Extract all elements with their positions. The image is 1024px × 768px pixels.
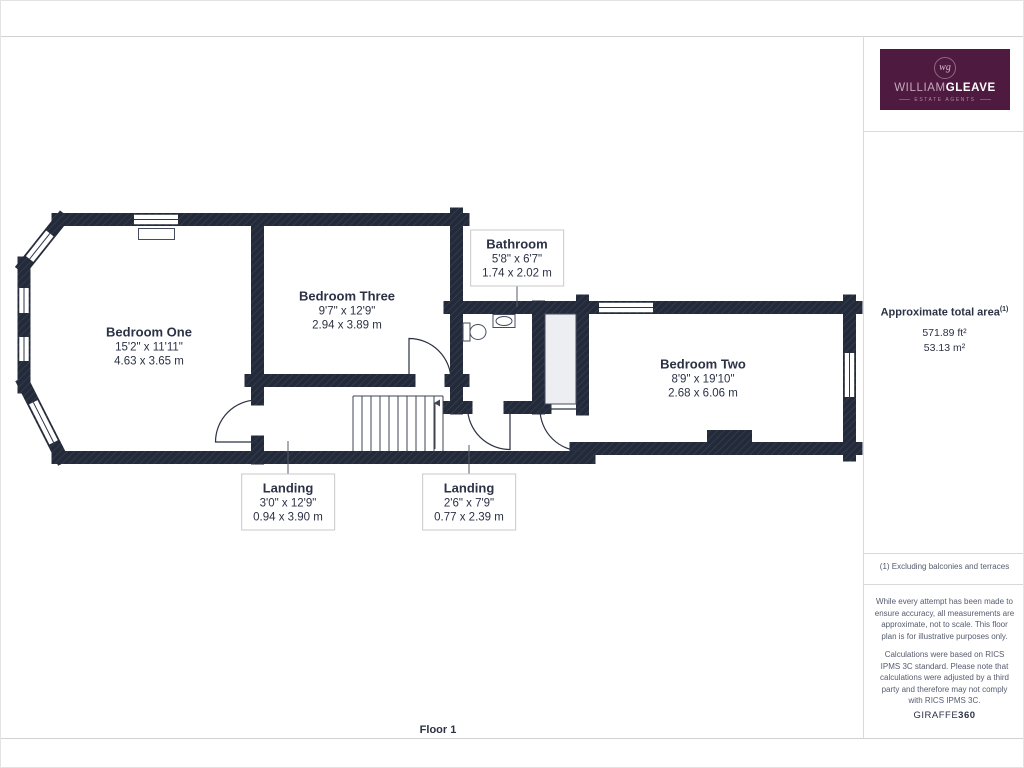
room-dims-metric: 0.94 x 3.90 m [253,511,323,524]
room-label-landing-one: Landing 3'0" x 12'9" 0.94 x 3.90 m [241,473,335,531]
room-dims-metric: 2.94 x 3.89 m [312,319,382,332]
cupboard-void [544,313,577,405]
tagline-rule-right [979,99,991,100]
room-dims-imperial: 15'2" x 11'11" [115,341,183,354]
room-dims-metric: 4.63 x 3.65 m [114,355,184,368]
sidebar-divider [864,131,1023,132]
room-name: Landing [262,480,314,496]
bottom-divider-line [1,738,1023,739]
window-glass-lines [23,219,850,443]
logo-monogram-icon: wg [934,56,956,79]
agency-name-first: WILLIAM [894,81,946,94]
total-area-metric: 53.13 m² [923,341,966,354]
agency-logo: wg WILLIAMGLEAVE ESTATE AGENTS [880,49,1010,110]
sink-fixture [495,316,513,326]
door-arc [408,337,452,381]
room-dims-imperial: 2'6" x 7'9" [443,497,495,510]
agency-name: WILLIAMGLEAVE [894,82,996,94]
provider-credit-brand: GIRAFFE [913,710,959,721]
tagline-rule-left [899,99,911,100]
total-area-block: Approximate total area(1) 571.89 ft² 53.… [864,306,1023,356]
room-name: Bedroom One [106,324,192,340]
total-area-values: 571.89 ft² 53.13 m² [864,326,1023,356]
provider-credit-suffix: 360 [958,710,976,721]
agency-tagline: ESTATE AGENTS [899,96,991,103]
agency-name-second: GLEAVE [945,81,996,94]
room-label-bedroom-one: Bedroom One 15'2" x 11'11" 4.63 x 3.65 m [106,324,192,369]
top-divider-line [1,36,1023,37]
bathroom-fixtures [462,314,516,342]
room-dims-metric: 1.74 x 2.02 m [482,267,552,280]
room-dims-imperial: 3'0" x 12'9" [259,497,317,510]
sidebar-divider [864,553,1023,554]
disclaimer-paragraph: While every attempt has been made to ens… [874,597,1015,641]
room-dims-imperial: 9'7" x 12'9" [318,305,376,318]
sidebar-divider [864,584,1023,585]
staircase [352,395,444,451]
door-arcs [214,337,583,452]
room-label-landing-two: Landing 2'6" x 7'9" 0.77 x 2.39 m [422,473,516,531]
room-name: Bedroom Two [660,356,746,372]
total-area-imperial: 571.89 ft² [922,326,967,339]
floor-label: Floor 1 [419,724,457,736]
room-label-bedroom-three: Bedroom Three 9'7" x 12'9" 2.94 x 3.89 m [299,288,395,333]
toilet-fixture [462,322,471,342]
provider-credit: GIRAFFE360 [864,710,1023,721]
total-area-title: Approximate total area(1) [864,306,1023,319]
area-footnote: (1) Excluding balconies and terraces [879,562,1010,571]
door-arc [214,399,258,443]
room-dims-imperial: 5'8" x 6'7" [491,253,543,266]
room-label-bathroom: Bathroom 5'8" x 6'7" 1.74 x 2.02 m [470,229,564,287]
room-name: Landing [443,480,495,496]
total-area-title-text: Approximate total area [880,306,1000,319]
door-arc [539,408,583,452]
info-sidebar: wg WILLIAMGLEAVE ESTATE AGENTS Approxima… [863,36,1023,738]
room-label-bedroom-two: Bedroom Two 8'9" x 19'10" 2.68 x 6.06 m [660,356,746,401]
radiator [138,228,175,240]
disclaimer-paragraph: Calculations were based on RICS IPMS 3C … [880,650,1009,705]
room-name: Bedroom Three [298,288,396,304]
toilet-fixture [469,324,487,340]
room-dims-metric: 0.77 x 2.39 m [434,511,504,524]
walls [14,207,863,466]
room-dims-metric: 2.68 x 6.06 m [668,387,738,400]
room-dims-imperial: 8'9" x 19'10" [671,373,735,386]
tagline-text: ESTATE AGENTS [914,96,976,103]
room-name: Bathroom [486,236,548,252]
door-arc [466,407,511,451]
footnote-reference: (1) [999,306,1009,313]
